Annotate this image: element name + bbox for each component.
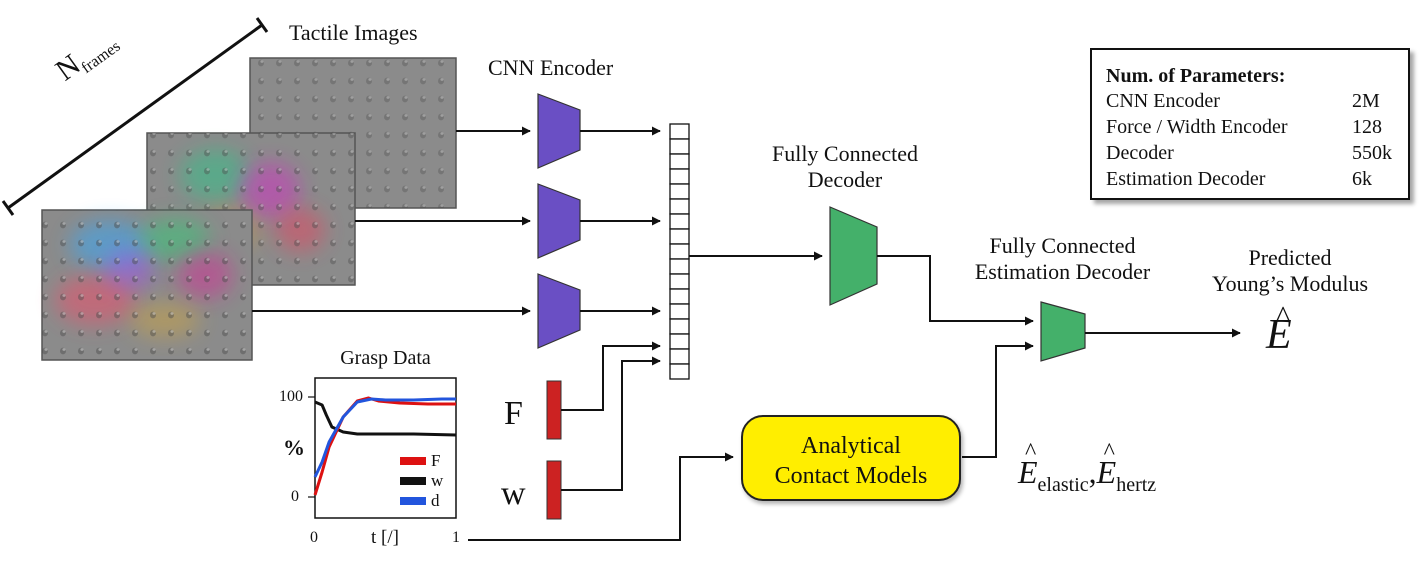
feature-vector-cell bbox=[669, 138, 690, 155]
grasp-xtick-0-label: 0 bbox=[310, 529, 318, 546]
arrow-grasp-to-contact bbox=[468, 452, 734, 541]
contact-models-label: Analytical Contact Models bbox=[743, 431, 959, 491]
legend-label-d: d bbox=[431, 491, 440, 510]
grasp-chart-title: Grasp Data bbox=[340, 347, 431, 369]
grasp-chart-frame bbox=[314, 377, 457, 519]
grasp-chart-lines bbox=[313, 396, 457, 496]
parameters-box: Num. of Parameters: CNN Encoder 2M Force… bbox=[1090, 48, 1410, 200]
estimation-decoder-block bbox=[1040, 301, 1086, 362]
param-name-decoder: Decoder bbox=[1106, 142, 1174, 164]
feature-vector-cell bbox=[669, 168, 690, 185]
tactile-images-label: Tactile Images bbox=[289, 20, 418, 45]
grasp-ylabel: % bbox=[283, 435, 305, 460]
param-name-force-width: Force / Width Encoder bbox=[1106, 116, 1288, 138]
arrow-decoder-to-estimation bbox=[877, 255, 1034, 326]
feature-vector-cell bbox=[669, 288, 690, 305]
grasp-xlabel: t [/] bbox=[371, 527, 399, 548]
arrow-force-to-vector bbox=[561, 341, 661, 411]
feature-vector-cell bbox=[669, 243, 690, 260]
feature-vector-cell bbox=[669, 123, 690, 140]
e-hat-contact-estimates: ^Eelastic,^Ehertz bbox=[1018, 439, 1157, 503]
param-value-estimation: 6k bbox=[1352, 168, 1372, 190]
legend-swatch-d bbox=[400, 497, 426, 505]
e-elastic-letter: E bbox=[1018, 454, 1038, 490]
e-hat-output: ^E bbox=[1266, 300, 1292, 358]
feature-vector-cell bbox=[669, 198, 690, 215]
hat-accent-elastic: ^ bbox=[1025, 439, 1037, 465]
feature-vector-cell bbox=[669, 333, 690, 350]
grasp-ytick-0-label: 0 bbox=[291, 488, 299, 505]
arrow-contact-to-estimation bbox=[962, 341, 1034, 458]
e-hertz-letter: E bbox=[1096, 454, 1117, 490]
e-hertz-symbol: ^E bbox=[1096, 439, 1117, 490]
feature-vector-cell bbox=[669, 213, 690, 230]
tactile-image-1 bbox=[41, 209, 253, 361]
n-frames-bracket bbox=[1, 17, 269, 216]
e-elastic-symbol: ^E bbox=[1018, 439, 1038, 490]
feature-vector bbox=[669, 123, 690, 380]
legend-swatch-f bbox=[400, 457, 426, 465]
grasp-xtick-1-label: 1 bbox=[452, 529, 460, 546]
fc-estimation-label-line1: Fully Connected bbox=[989, 233, 1136, 258]
feature-vector-cell bbox=[669, 303, 690, 320]
predicted-label-line2: Young’s Modulus bbox=[1211, 271, 1369, 296]
arrow-width-to-vector bbox=[561, 356, 661, 491]
feature-vector-cell bbox=[669, 273, 690, 290]
grasp-ytick-100-label: 100 bbox=[279, 388, 303, 405]
hat-accent-hertz: ^ bbox=[1103, 439, 1115, 465]
legend-label-w: w bbox=[431, 471, 444, 490]
force-encoder-block bbox=[546, 380, 562, 440]
cnn-encoder-block-2 bbox=[537, 183, 581, 259]
param-value-cnn: 2M bbox=[1352, 90, 1380, 112]
param-name-estimation: Estimation Decoder bbox=[1106, 168, 1266, 190]
cnn-encoder-block-1 bbox=[537, 93, 581, 169]
param-value-force-width: 128 bbox=[1352, 116, 1382, 138]
e-elastic-subscript: elastic bbox=[1037, 474, 1089, 496]
grasp-chart bbox=[308, 377, 457, 519]
legend-swatch-w bbox=[400, 477, 426, 485]
feature-vector-cell bbox=[669, 318, 690, 335]
feature-vector-cell bbox=[669, 363, 690, 380]
legend-label-f: F bbox=[431, 451, 441, 470]
feature-vector-cell bbox=[669, 258, 690, 275]
parameters-title: Num. of Parameters: bbox=[1106, 65, 1286, 87]
e-hertz-subscript: hertz bbox=[1116, 474, 1157, 496]
param-name-cnn: CNN Encoder bbox=[1106, 90, 1220, 112]
width-encoder-block bbox=[546, 460, 562, 520]
feature-vector-cell bbox=[669, 348, 690, 365]
fc-decoder-block bbox=[829, 206, 878, 306]
predicted-label-line1: Predicted bbox=[1248, 245, 1332, 270]
hat-accent-output: ^ bbox=[1276, 300, 1291, 333]
series-line-d bbox=[313, 397, 456, 478]
width-input-label: w bbox=[501, 475, 526, 512]
force-input-label: F bbox=[504, 395, 523, 432]
fc-decoder-label-line1: Fully Connected bbox=[771, 141, 919, 166]
cnn-encoder-block-3 bbox=[537, 273, 581, 349]
feature-vector-cell bbox=[669, 228, 690, 245]
estimates-comma: , bbox=[1088, 454, 1097, 490]
e-hat-letter: E bbox=[1266, 312, 1292, 358]
param-value-decoder: 550k bbox=[1352, 142, 1392, 164]
analytical-contact-models-box: Analytical Contact Models bbox=[741, 415, 961, 501]
feature-vector-cell bbox=[669, 183, 690, 200]
fc-estimation-label-line2: Estimation Decoder bbox=[974, 259, 1151, 284]
fc-decoder-label-line2: Decoder bbox=[807, 167, 883, 192]
contact-models-line1: Analytical bbox=[801, 433, 901, 459]
feature-vector-cell bbox=[669, 153, 690, 170]
series-line-w bbox=[314, 400, 457, 437]
contact-models-line2: Contact Models bbox=[774, 463, 928, 489]
cnn-encoder-label: CNN Encoder bbox=[488, 55, 614, 80]
